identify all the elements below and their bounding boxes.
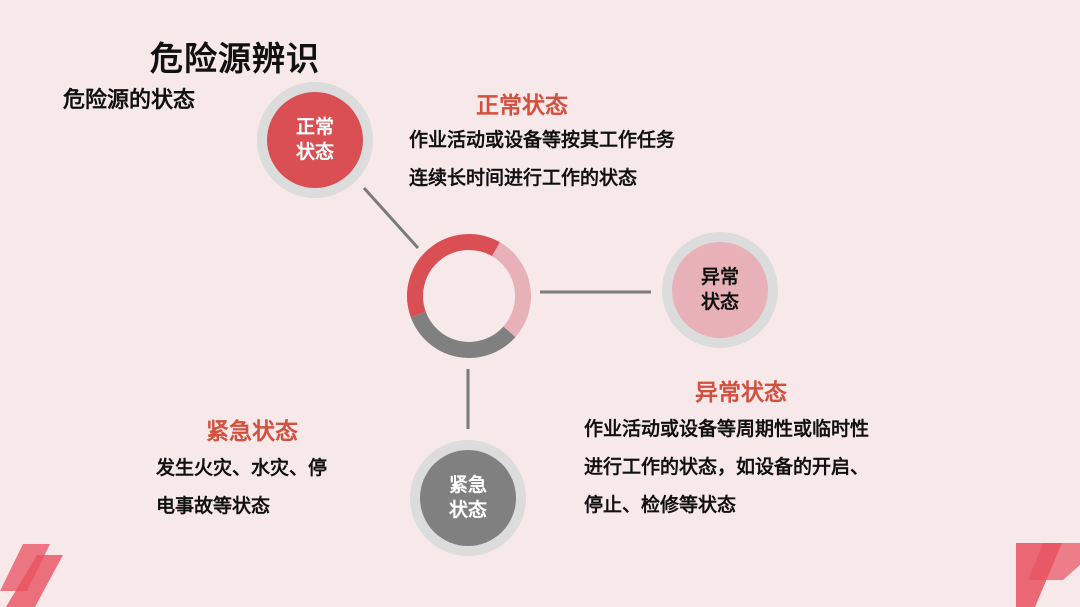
description-line: 进行工作的状态，如设备的开启、 (584, 456, 870, 478)
page-title: 危险源辨识 (150, 39, 320, 78)
node-label-line2: 状态 (448, 499, 487, 521)
ring-segment-abnormal (491, 242, 531, 338)
node-normal-state: 正常 状态 (257, 82, 373, 198)
decor-shape-right-2 (1028, 543, 1080, 580)
node-label-line2: 状态 (700, 291, 739, 313)
heading-abnormal-state: 异常状态 (695, 380, 787, 406)
description-emergency-state: 发生火灾、水灾、停 电事故等状态 (156, 449, 327, 525)
node-normal-inner: 正常 状态 (267, 92, 363, 188)
description-abnormal-state: 作业活动或设备等周期性或临时性 进行工作的状态，如设备的开启、 停止、检修等状态 (584, 410, 869, 524)
description-line: 电事故等状态 (156, 495, 271, 517)
page-subtitle: 危险源的状态 (63, 88, 196, 113)
decor-shape-left-2 (6, 555, 63, 607)
description-line: 发生火灾、水灾、停 (156, 457, 328, 479)
connector-normal (362, 186, 420, 250)
description-normal-state: 作业活动或设备等按其工作任务 连续长时间进行工作的状态 (409, 121, 675, 197)
node-label-line1: 正常 (295, 116, 334, 138)
node-label-line1: 紧急 (448, 474, 487, 496)
node-emergency-state: 紧急 状态 (410, 440, 526, 556)
ring-segment-emergency (410, 311, 516, 358)
central-ring (407, 234, 531, 358)
node-emergency-inner: 紧急 状态 (420, 450, 516, 546)
node-label-line2: 状态 (295, 141, 334, 163)
description-line: 连续长时间进行工作的状态 (409, 167, 638, 189)
description-line: 作业活动或设备等按其工作任务 (409, 129, 676, 151)
node-abnormal-inner: 异常 状态 (672, 242, 768, 338)
node-abnormal-state: 异常 状态 (662, 232, 778, 348)
description-line: 停止、检修等状态 (584, 494, 737, 516)
heading-emergency-state: 紧急状态 (206, 419, 298, 445)
ring-segment-normal (407, 234, 500, 318)
node-label-line1: 异常 (700, 266, 739, 288)
description-line: 作业活动或设备等周期性或临时性 (584, 418, 870, 440)
heading-normal-state: 正常状态 (476, 93, 568, 119)
